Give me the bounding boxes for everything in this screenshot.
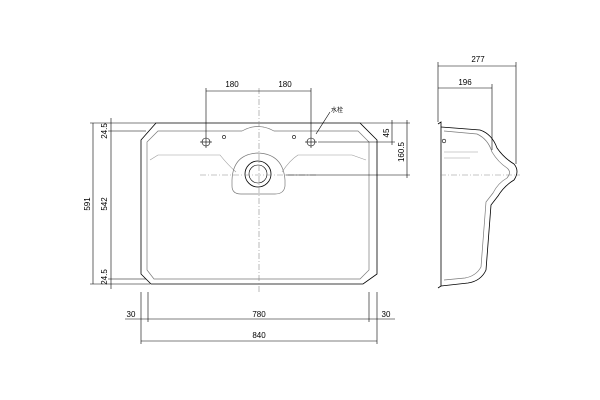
dim-tap-offset: 45	[382, 128, 391, 137]
side-outer-profile	[440, 126, 518, 287]
drain-inner	[248, 164, 268, 184]
dim-side-bowl: 196	[458, 78, 472, 87]
dim-rim-right: 30	[382, 310, 391, 319]
right-offset-dimensions: 45 160.5	[286, 120, 410, 178]
side-rim	[437, 121, 442, 289]
side-view	[437, 121, 520, 289]
dim-bottom-rim: 24.5	[100, 269, 109, 285]
tap-spacing-dimensions: 180 180	[205, 80, 312, 136]
drain-surround	[231, 152, 286, 195]
left-height-dimensions: 591 24.5 542 24.5	[83, 118, 156, 289]
tap-hole-right-icon	[292, 135, 317, 148]
dim-overall-width: 840	[252, 331, 266, 340]
side-inner-profile	[443, 130, 510, 281]
dim-overall-height: 591	[83, 197, 92, 211]
dim-inner-width: 780	[252, 310, 266, 319]
top-view: 水栓	[140, 88, 378, 292]
dim-tap-right: 180	[278, 80, 292, 89]
bottom-width-dimensions: 30 780 30 840	[125, 292, 395, 344]
drain-outer	[244, 160, 272, 188]
side-faucet-hole	[441, 138, 447, 144]
tap-hole-left-icon	[200, 135, 226, 148]
dim-side-overall: 277	[471, 55, 485, 64]
faucet-leader-line	[315, 111, 331, 135]
dim-inner-height: 542	[100, 197, 109, 211]
dim-rim-left: 30	[127, 310, 136, 319]
faucet-label: 水栓	[331, 106, 343, 114]
dim-top-rim: 24.5	[100, 123, 109, 139]
tap-deck-line	[149, 154, 367, 173]
dim-drain-offset: 160.5	[397, 141, 406, 162]
sink-outer-rim	[140, 122, 378, 285]
side-depth-dimensions: 277 196	[437, 55, 517, 164]
dim-tap-left: 180	[225, 80, 239, 89]
sink-bowl-outline	[146, 126, 370, 280]
